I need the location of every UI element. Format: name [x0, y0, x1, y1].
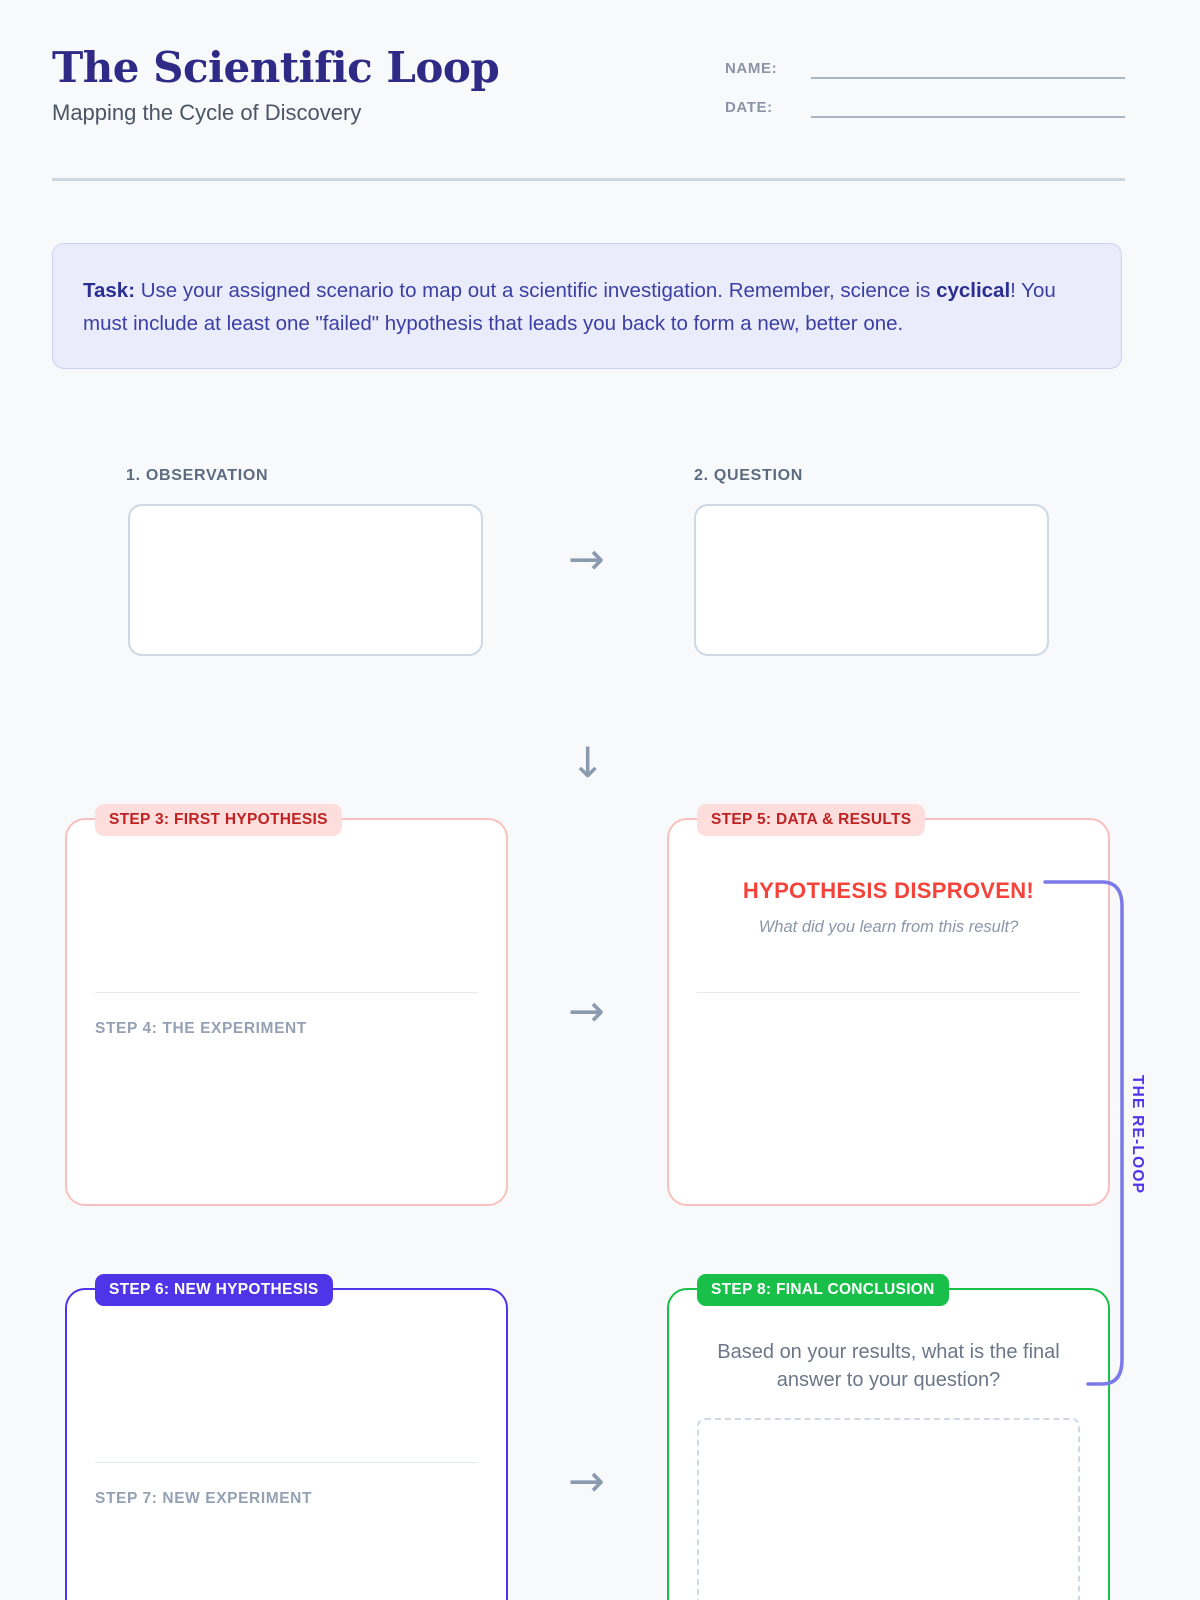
name-field-row: NAME:	[725, 60, 1125, 79]
task-lead: Task:	[83, 279, 136, 302]
chip-step-5: STEP 5: DATA & RESULTS	[697, 804, 926, 836]
card-divider	[95, 992, 478, 993]
chip-step-3: STEP 3: FIRST HYPOTHESIS	[95, 804, 342, 836]
date-input-line[interactable]	[811, 116, 1125, 118]
name-input-line[interactable]	[811, 77, 1125, 79]
card-step-8-final-conclusion: STEP 8: FINAL CONCLUSION Based on your r…	[667, 1274, 1110, 1600]
hypothesis-disproven-subtext: What did you learn from this result?	[758, 918, 1019, 936]
arrow-right-icon: →	[568, 534, 605, 585]
label-step-4-experiment: STEP 4: THE EXPERIMENT	[95, 1020, 307, 1037]
page-subtitle: Mapping the Cycle of Discovery	[52, 100, 362, 126]
observation-answer-box[interactable]	[128, 504, 483, 656]
task-emphasis: cyclical	[936, 279, 1011, 302]
date-label: DATE:	[725, 99, 773, 116]
observation-label: 1. OBSERVATION	[126, 467, 269, 484]
arrow-right-icon: →	[568, 986, 605, 1037]
page-title: The Scientific Loop	[52, 43, 500, 92]
chip-step-8: STEP 8: FINAL CONCLUSION	[697, 1274, 949, 1306]
name-label: NAME:	[725, 60, 778, 77]
task-part-one: Use your assigned scenario to map out a …	[135, 279, 937, 302]
chip-step-6: STEP 6: NEW HYPOTHESIS	[95, 1274, 333, 1306]
label-step-7-new-experiment: STEP 7: NEW EXPERIMENT	[95, 1490, 313, 1507]
card-divider	[95, 1462, 478, 1463]
card-step-5-data-results: STEP 5: DATA & RESULTS HYPOTHESIS DISPRO…	[667, 804, 1110, 1206]
task-callout: Task: Use your assigned scenario to map …	[52, 243, 1122, 370]
arrow-down-icon: ↓	[570, 738, 606, 787]
card-divider	[697, 992, 1080, 993]
task-part-two: ! You must include at least one "failed"…	[83, 279, 1056, 336]
question-label: 2. QUESTION	[694, 467, 804, 484]
card-step-6-new-hypothesis: STEP 6: NEW HYPOTHESIS STEP 7: NEW EXPER…	[65, 1274, 508, 1600]
reloop-label: THE RE-LOOP	[1129, 1075, 1146, 1195]
header-divider	[52, 178, 1125, 181]
hypothesis-disproven-text: HYPOTHESIS DISPROVEN!	[742, 878, 1035, 903]
reloop-connector-line	[1043, 880, 1124, 1386]
student-meta-fields: NAME: DATE:	[725, 60, 1125, 138]
question-answer-box[interactable]	[694, 504, 1049, 656]
conclusion-answer-box[interactable]	[697, 1418, 1080, 1600]
worksheet-header: The Scientific Loop Mapping the Cycle of…	[52, 43, 1125, 176]
conclusion-prompt: Based on your results, what is the final…	[717, 1341, 1060, 1391]
date-field-row: DATE:	[725, 99, 1125, 118]
card-step-3-first-hypothesis: STEP 3: FIRST HYPOTHESIS STEP 4: THE EXP…	[65, 804, 508, 1206]
arrow-right-icon: →	[568, 1456, 605, 1507]
task-text: Task: Use your assigned scenario to map …	[83, 274, 1091, 340]
